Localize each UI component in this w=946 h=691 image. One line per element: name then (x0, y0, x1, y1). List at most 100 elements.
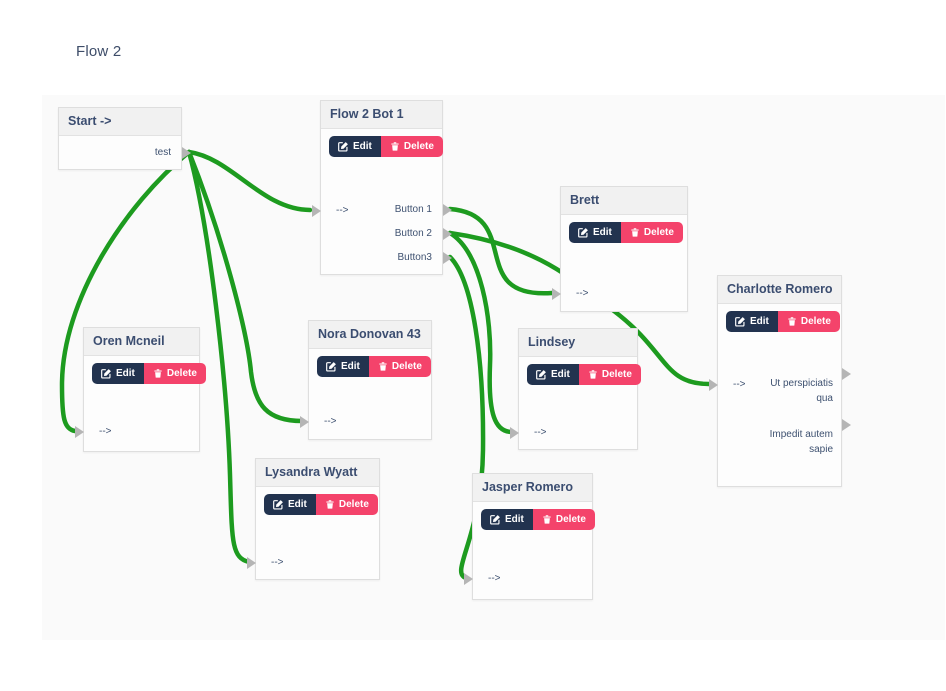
connection-edge[interactable] (186, 149, 252, 565)
trash-icon (153, 368, 163, 379)
node-actions: Edit Delete (569, 222, 687, 243)
edit-button[interactable]: Edit (481, 509, 533, 530)
node-start[interactable]: Start -> test (58, 107, 191, 170)
node-title: Brett (561, 187, 687, 215)
delete-button-label: Delete (391, 361, 422, 372)
pencil-square-icon (338, 141, 349, 152)
node-title: Jasper Romero (473, 474, 592, 502)
edit-button[interactable]: Edit (569, 222, 621, 243)
connection-edge[interactable] (447, 230, 515, 435)
edit-button-label: Edit (750, 316, 769, 327)
delete-button[interactable]: Delete (380, 136, 443, 157)
output-port[interactable] (443, 252, 452, 264)
delete-button[interactable]: Delete (315, 494, 378, 515)
output-port[interactable] (842, 419, 851, 431)
trash-icon (588, 369, 598, 380)
output-port[interactable] (443, 204, 452, 216)
delete-button[interactable]: Delete (368, 356, 431, 377)
node-title: Oren Mcneil (84, 328, 199, 356)
node-actions: Edit Delete (317, 356, 431, 377)
node-title: Lysandra Wyatt (256, 459, 379, 487)
edit-button-label: Edit (353, 141, 372, 152)
node-actions: Edit Delete (726, 311, 841, 332)
delete-button[interactable]: Delete (620, 222, 683, 243)
output-port[interactable] (182, 147, 191, 159)
input-port[interactable] (312, 205, 321, 217)
pencil-square-icon (490, 514, 501, 525)
page-title: Flow 2 (76, 43, 122, 60)
delete-button-label: Delete (643, 227, 674, 238)
input-label: --> (324, 416, 337, 427)
edit-button[interactable]: Edit (92, 363, 144, 384)
output-port[interactable] (842, 368, 851, 380)
edit-button[interactable]: Edit (527, 364, 579, 385)
input-port[interactable] (300, 416, 309, 428)
connection-edge[interactable] (59, 149, 192, 434)
edit-button-label: Edit (288, 499, 307, 510)
edit-button-label: Edit (341, 361, 360, 372)
output-label: Button3 (397, 252, 432, 263)
output-label: Impedit autem sapie (769, 429, 833, 455)
delete-button[interactable]: Delete (777, 311, 840, 332)
output-label: Button 1 (394, 204, 432, 215)
node-nora[interactable]: Nora Donovan 43 Edit Delete --> (300, 320, 432, 440)
node-actions: Edit Delete (527, 364, 641, 385)
trash-icon (378, 361, 388, 372)
node-actions: Edit Delete (92, 363, 206, 384)
input-label: --> (733, 379, 746, 390)
input-port[interactable] (247, 557, 256, 569)
edit-button-label: Edit (593, 227, 612, 238)
input-port[interactable] (464, 573, 473, 585)
node-title: Flow 2 Bot 1 (321, 101, 442, 129)
input-port[interactable] (75, 426, 84, 438)
input-label: --> (534, 427, 547, 438)
delete-button-label: Delete (403, 141, 434, 152)
pencil-square-icon (326, 361, 337, 372)
connection-edge[interactable] (447, 206, 555, 296)
connection-edge[interactable] (186, 149, 305, 424)
input-port[interactable] (709, 379, 718, 391)
delete-button-label: Delete (555, 514, 586, 525)
input-port[interactable] (510, 427, 519, 439)
delete-button[interactable]: Delete (532, 509, 595, 530)
trash-icon (787, 316, 797, 327)
output-label: Button 2 (394, 228, 432, 239)
trash-icon (542, 514, 552, 525)
output-label: test (154, 147, 171, 158)
input-label: --> (488, 573, 501, 584)
connection-edge[interactable] (447, 254, 486, 581)
edit-button[interactable]: Edit (264, 494, 316, 515)
page-header: Flow 2 (42, 10, 845, 95)
trash-icon (630, 227, 640, 238)
node-title: Start -> (59, 108, 181, 136)
input-label: --> (336, 205, 349, 216)
delete-button-label: Delete (338, 499, 369, 510)
input-label: --> (271, 557, 284, 568)
node-title: Charlotte Romero (718, 276, 841, 304)
delete-button[interactable]: Delete (143, 363, 206, 384)
input-port[interactable] (552, 288, 561, 300)
pencil-square-icon (735, 316, 746, 327)
output-label: Ut perspiciatis qua (770, 378, 833, 404)
node-flow2bot1[interactable]: Flow 2 Bot 1 Edit Delete --> Button 1 Button … (312, 100, 452, 275)
edit-button[interactable]: Edit (317, 356, 369, 377)
pencil-square-icon (101, 368, 112, 379)
trash-icon (325, 499, 335, 510)
delete-button[interactable]: Delete (578, 364, 641, 385)
output-port[interactable] (443, 228, 452, 240)
node-title: Lindsey (519, 329, 637, 357)
edit-button[interactable]: Edit (329, 136, 381, 157)
connection-edge[interactable] (186, 149, 313, 213)
node-title: Nora Donovan 43 (309, 321, 431, 349)
trash-icon (390, 141, 400, 152)
edit-button[interactable]: Edit (726, 311, 778, 332)
delete-button-label: Delete (166, 368, 197, 379)
delete-button-label: Delete (601, 369, 632, 380)
